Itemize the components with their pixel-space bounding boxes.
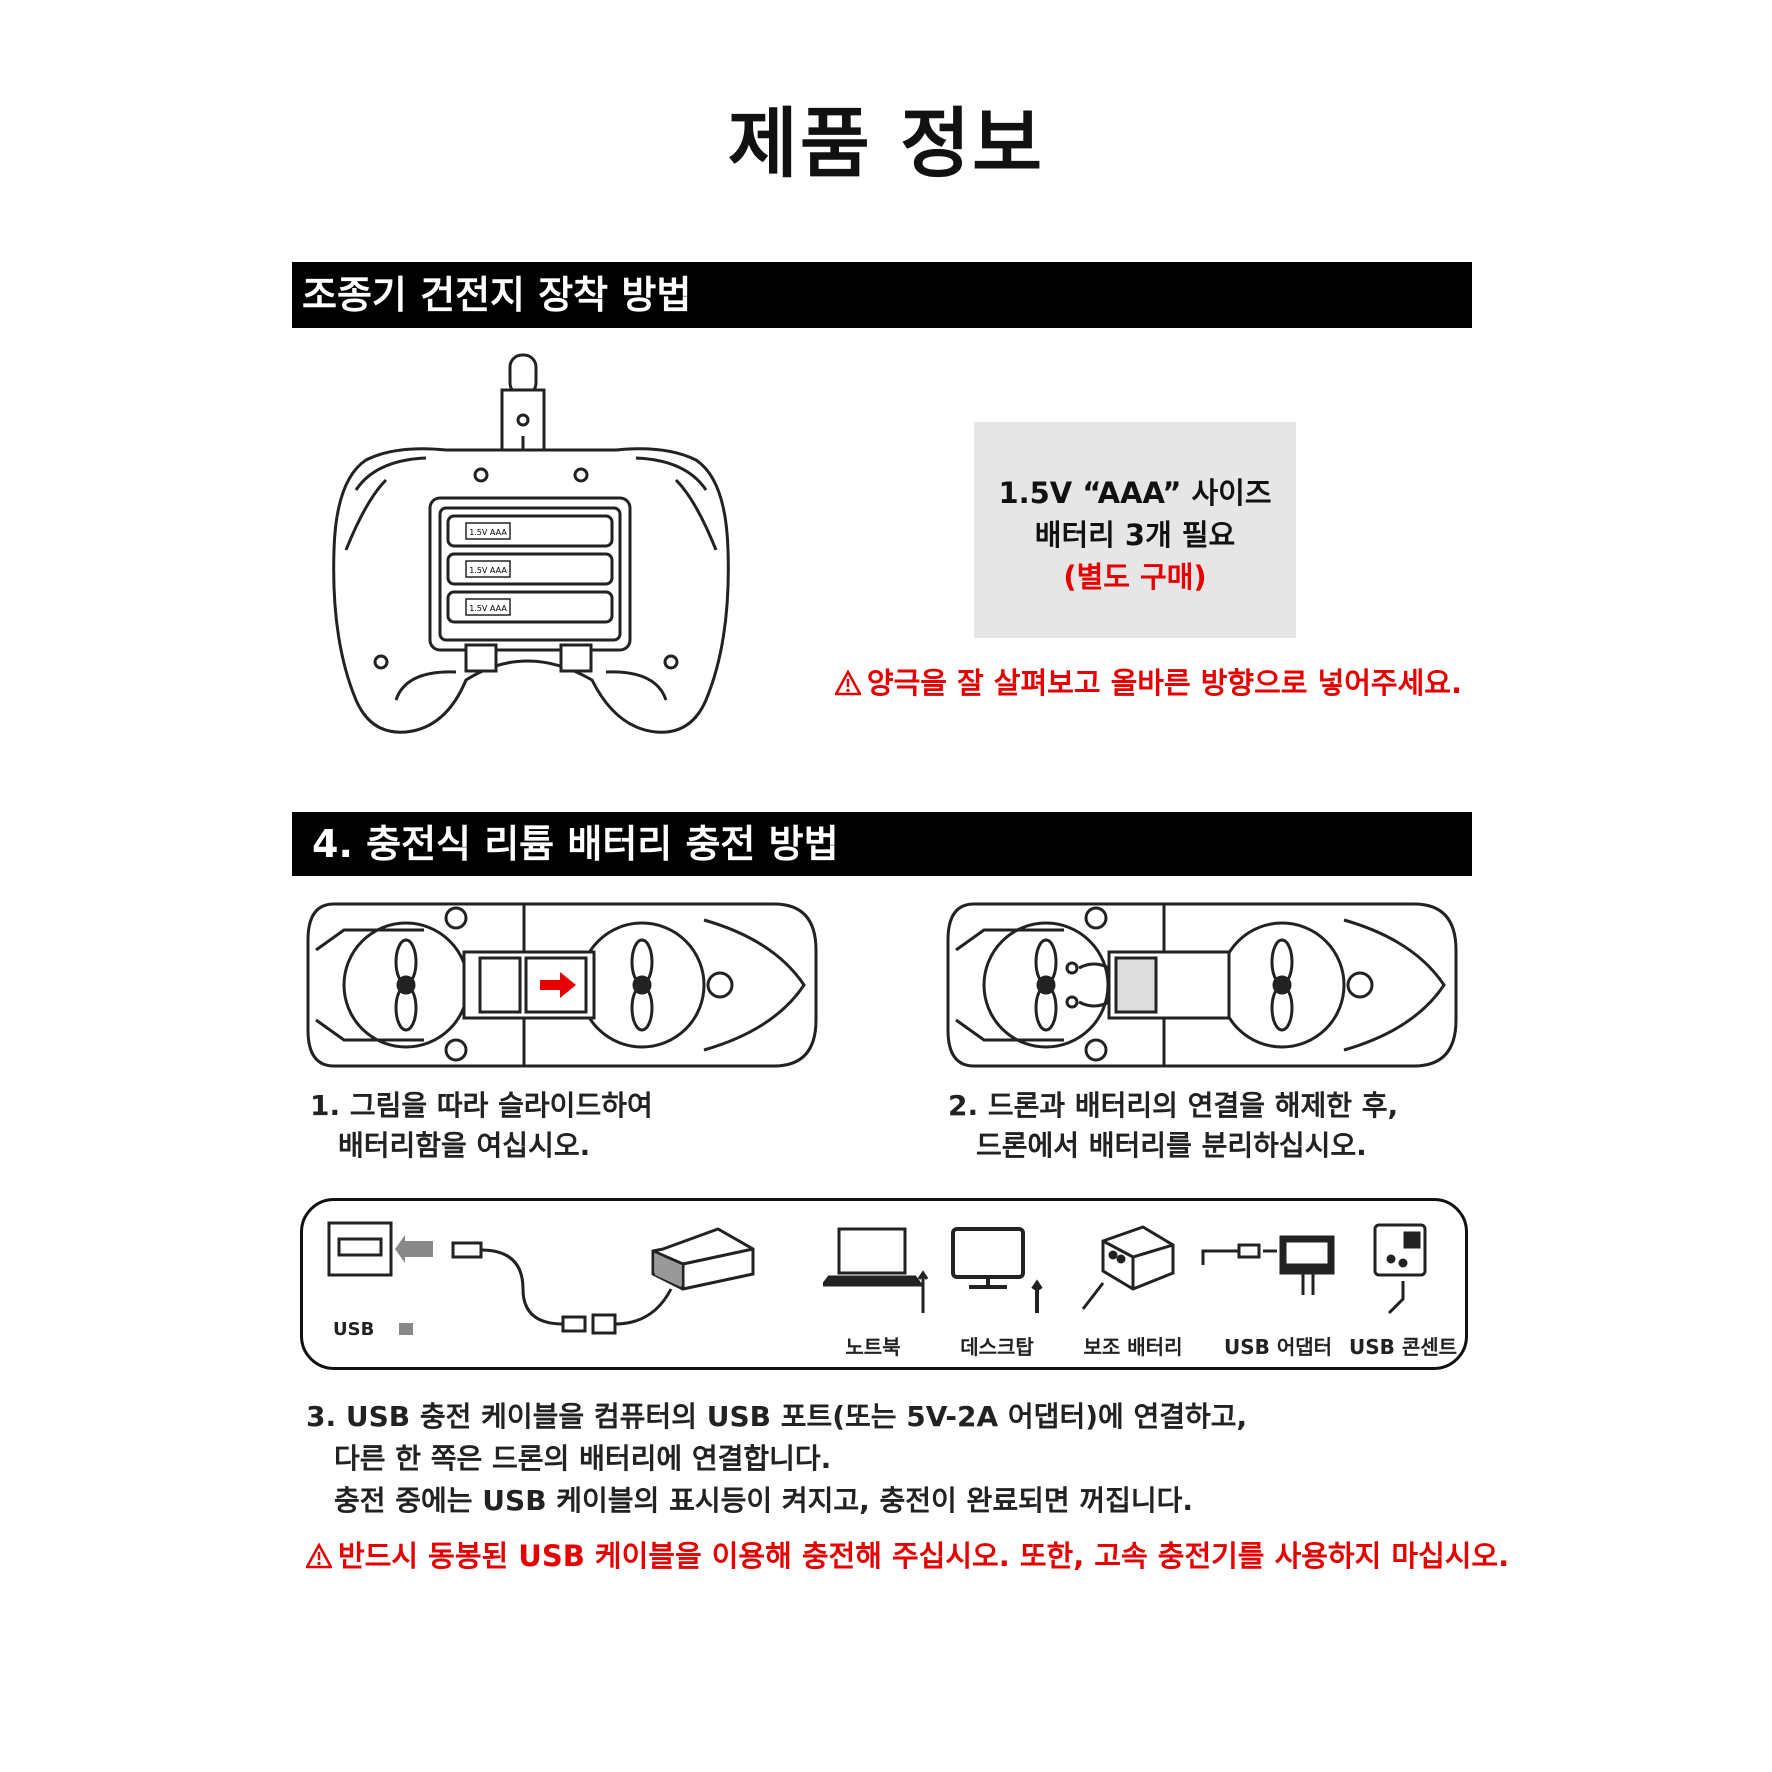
device-label-usb-outlet: USB 콘센트: [1348, 1335, 1458, 1359]
device-label-power-bank: 보조 배터리: [1083, 1335, 1183, 1359]
page-title: 제품 정보: [727, 99, 1045, 188]
charging-warning: 반드시 동봉된 USB 케이블을 이용해 충전해 주십시오. 또한, 고속 충전…: [306, 1533, 1509, 1575]
section-header-charging: 4. 충전식 리튬 배터리 충전 방법: [292, 812, 1472, 876]
usb-port-label: USB: [333, 1319, 374, 1340]
step2-text: 2. 드론과 배터리의 연결을 해제한 후, 드론에서 배터리를 분리하십시오.: [948, 1086, 1398, 1166]
step2-line2: 드론에서 배터리를 분리하십시오.: [976, 1129, 1367, 1162]
step2-line1: 2. 드론과 배터리의 연결을 해제한 후,: [948, 1089, 1399, 1122]
warning-icon: [834, 670, 861, 696]
step3-line3: 충전 중에는 USB 케이블의 표시등이 켜지고, 충전이 완료되면 꺼집니다.: [334, 1484, 1194, 1517]
desktop-monitor-icon: [951, 1227, 1043, 1313]
charging-warning-text: 반드시 동봉된 USB 케이블을 이용해 충전해 주십시오. 또한, 고속 충전…: [338, 1539, 1510, 1573]
usb-outlet-icon: [1373, 1223, 1427, 1315]
polarity-warning-text: 양극을 잘 살펴보고 올바른 방향으로 넣어주세요.: [866, 666, 1462, 700]
drone-illustration-slide: [306, 902, 818, 1068]
device-label-desktop: 데스크탑: [960, 1335, 1034, 1359]
battery-cell-label: 1.5V AAA: [469, 566, 507, 575]
step3-line2: 다른 한 쪽은 드론의 배터리에 연결합니다.: [334, 1442, 832, 1475]
battery-cell-label: 1.5V AAA: [469, 528, 507, 537]
power-bank-icon: [1081, 1225, 1175, 1310]
info-line-size: 1.5V “AAA” 사이즈: [998, 476, 1272, 510]
usb-cable-diagram: USB: [327, 1221, 755, 1340]
step1-line2: 배터리함을 여십시오.: [338, 1129, 591, 1162]
drone-illustration-disconnect: [946, 902, 1458, 1068]
step3-text: 3. USB 충전 케이블을 컴퓨터의 USB 포트(또는 5V-2A 어댑터)…: [306, 1396, 1247, 1522]
laptop-icon: [823, 1227, 929, 1313]
warning-icon: [306, 1543, 332, 1569]
battery-cell-label: 1.5V AAA: [469, 604, 507, 613]
section-header-battery-install: 조종기 건전지 장착 방법: [292, 262, 1472, 328]
usb-adapter-icon: [1201, 1235, 1335, 1295]
device-label-usb-adapter: USB 어댑터: [1223, 1335, 1333, 1359]
battery-info-box: 1.5V “AAA” 사이즈 배터리 3개 필요 (별도 구매): [974, 422, 1296, 638]
step1-line1: 1. 그림을 따라 슬라이드하여: [310, 1089, 653, 1122]
info-line-purchase: (별도 구매): [1063, 560, 1207, 594]
controller-illustration: 1.5V AAA 1.5V AAA 1.5V AAA: [332, 353, 730, 734]
step1-text: 1. 그림을 따라 슬라이드하여 배터리함을 여십시오.: [310, 1086, 653, 1166]
polarity-warning: 양극을 잘 살펴보고 올바른 방향으로 넣어주세요.: [834, 660, 1462, 702]
usb-charging-panel: USB 노트북 데스크탑 보조 배터리 USB 어댑터 USB 콘센트: [300, 1198, 1468, 1370]
step3-line1: 3. USB 충전 케이블을 컴퓨터의 USB 포트(또는 5V-2A 어댑터)…: [306, 1400, 1248, 1433]
info-line-count: 배터리 3개 필요: [1034, 518, 1236, 552]
device-label-laptop: 노트북: [845, 1335, 901, 1359]
